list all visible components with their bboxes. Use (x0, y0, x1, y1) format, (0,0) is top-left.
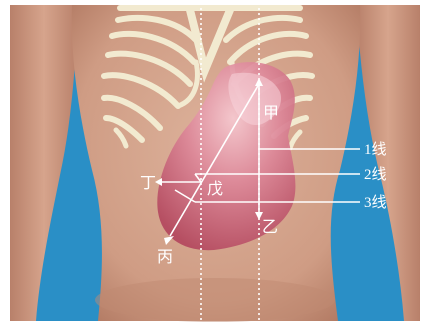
lower-abdomen-shadow (95, 278, 335, 322)
label-ding: 丁 (140, 173, 156, 192)
label-wu: 戊 (207, 179, 223, 198)
label-yi: 乙 (262, 217, 278, 236)
label-line-1: 1线 (364, 141, 387, 158)
label-line-2: 2线 (364, 166, 387, 183)
label-jia: 甲 (263, 103, 279, 122)
label-bing: 丙 (157, 247, 173, 266)
label-line-3: 3线 (364, 194, 387, 211)
